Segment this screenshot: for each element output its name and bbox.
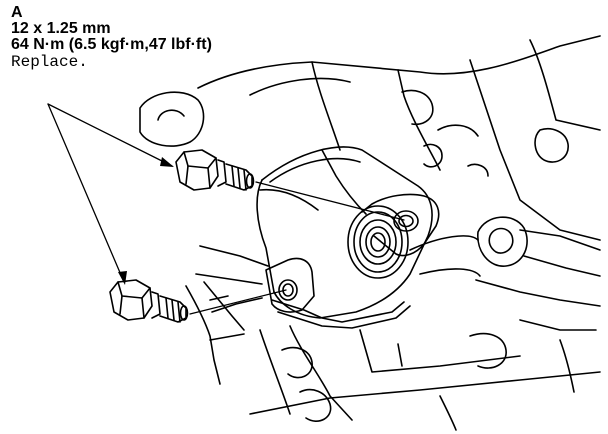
- torque-spec: 64 N·m (6.5 kgf·m,47 lbf·ft): [11, 36, 212, 53]
- engine-block-outline: [139, 35, 601, 431]
- upper-bolt: [175, 149, 255, 191]
- mount-bracket: [256, 146, 440, 329]
- leader-arrowheads: [118, 157, 174, 285]
- callout-label: A: [11, 4, 23, 21]
- bolt-size: 12 x 1.25 mm: [11, 20, 111, 37]
- replace-note: Replace.: [11, 53, 88, 71]
- lower-bolt: [109, 279, 189, 323]
- callout-a: A 12 x 1.25 mm 64 N·m (6.5 kgf·m,47 lbf·…: [11, 4, 212, 72]
- leader-lines: [47, 103, 405, 315]
